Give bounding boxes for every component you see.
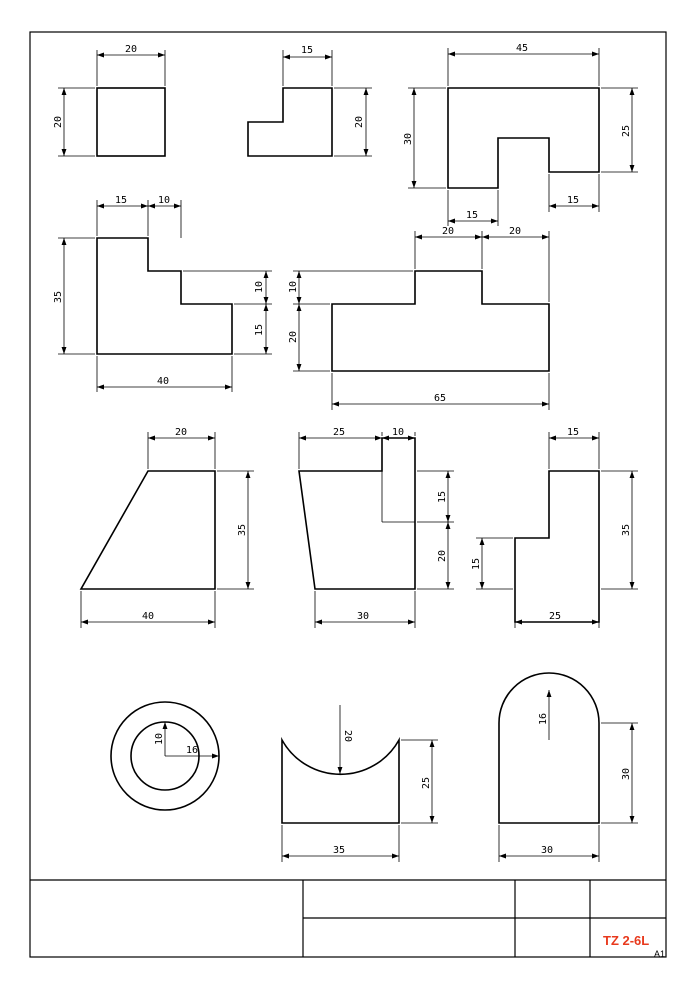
drawing-border [29,31,667,958]
dim-f3-height: 30 [403,133,414,145]
figure-10-saddle-block: 20 25 35 [281,705,438,862]
figure-5-raised-block: 20 20 10 20 65 [288,226,550,410]
dim-f6-height: 35 [237,524,248,536]
dim-f2-height: 20 [354,116,365,128]
drawing-code: TZ 2-6L [603,933,649,948]
dim-f10-radius: 20 [342,730,353,742]
dim-f11-radius: 16 [538,713,549,725]
dim-f7-top-left: 25 [333,427,345,438]
dim-f5-top-left: 20 [442,226,454,237]
title-block: TZ 2-6L A1 [30,879,666,959]
dim-f3-right: 25 [621,125,632,137]
dim-f6-bottom: 40 [142,611,154,622]
figure-7-outline [298,437,416,590]
figure-4-stepped-block: 15 10 35 10 15 40 [53,195,272,392]
dim-f4-top-left: 15 [115,195,127,206]
figure-6-outline [79,470,216,590]
figure-3-notched-block: 45 30 25 15 15 [403,43,638,226]
dim-f7-right-upper: 15 [437,491,448,503]
figure-11-outline [498,672,600,824]
dim-f5-top-right: 20 [509,226,521,237]
dim-f9-outer-radius: 16 [186,745,198,756]
dim-f8-left: 15 [471,558,482,570]
figure-10-outline [281,736,400,824]
figure-8-outline [514,470,600,623]
figure-11-arch: 16 30 30 [498,672,638,862]
figure-2-l-shape: 15 20 [247,45,372,157]
dim-f10-bottom: 35 [333,845,345,856]
dim-f3-width: 45 [516,43,528,54]
dim-f5-left-upper: 10 [288,281,299,293]
sheet-size-label: A1 [654,949,665,959]
dim-f4-height: 35 [53,291,64,303]
dim-f4-right-upper: 10 [254,281,265,293]
dim-f8-right: 35 [621,524,632,536]
dim-f5-left-lower: 20 [288,331,299,343]
figure-9-ring: 10 16 [110,701,220,811]
dim-f7-top-right: 10 [392,427,404,438]
dim-f2-width: 15 [301,45,313,56]
figure-5-outline [331,270,550,372]
dim-f4-top-right: 10 [158,195,170,206]
dim-f8-top: 15 [567,427,579,438]
figure-2-outline [247,87,333,157]
dim-f4-bottom: 40 [157,376,169,387]
figure-3-outline [447,87,600,189]
dim-f3-bottom-left: 15 [466,210,478,221]
figure-1-outline [96,87,166,157]
dim-f7-right-lower: 20 [437,550,448,562]
dim-f6-top: 20 [175,427,187,438]
dim-f1-height: 20 [53,116,64,128]
dim-f1-width: 20 [125,44,137,55]
figure-6-tapered-block: 20 35 40 [79,427,254,628]
dim-f10-height: 25 [421,777,432,789]
figure-4-outline [96,237,233,355]
dim-f3-bottom-right: 15 [567,195,579,206]
dim-f5-bottom: 65 [434,393,446,404]
dim-f8-bottom: 25 [549,611,561,622]
figure-8-tall-l-shape: 15 35 15 25 [471,427,638,628]
dim-f7-bottom: 30 [357,611,369,622]
figure-7-slanted-step-block: 25 10 15 20 30 [298,427,454,628]
dim-f4-right-lower: 15 [254,324,265,336]
dim-f11-height: 30 [621,768,632,780]
figure-1-square: 20 20 [53,44,166,157]
dim-f9-inner-radius: 10 [154,733,165,745]
dim-f11-bottom: 30 [541,845,553,856]
